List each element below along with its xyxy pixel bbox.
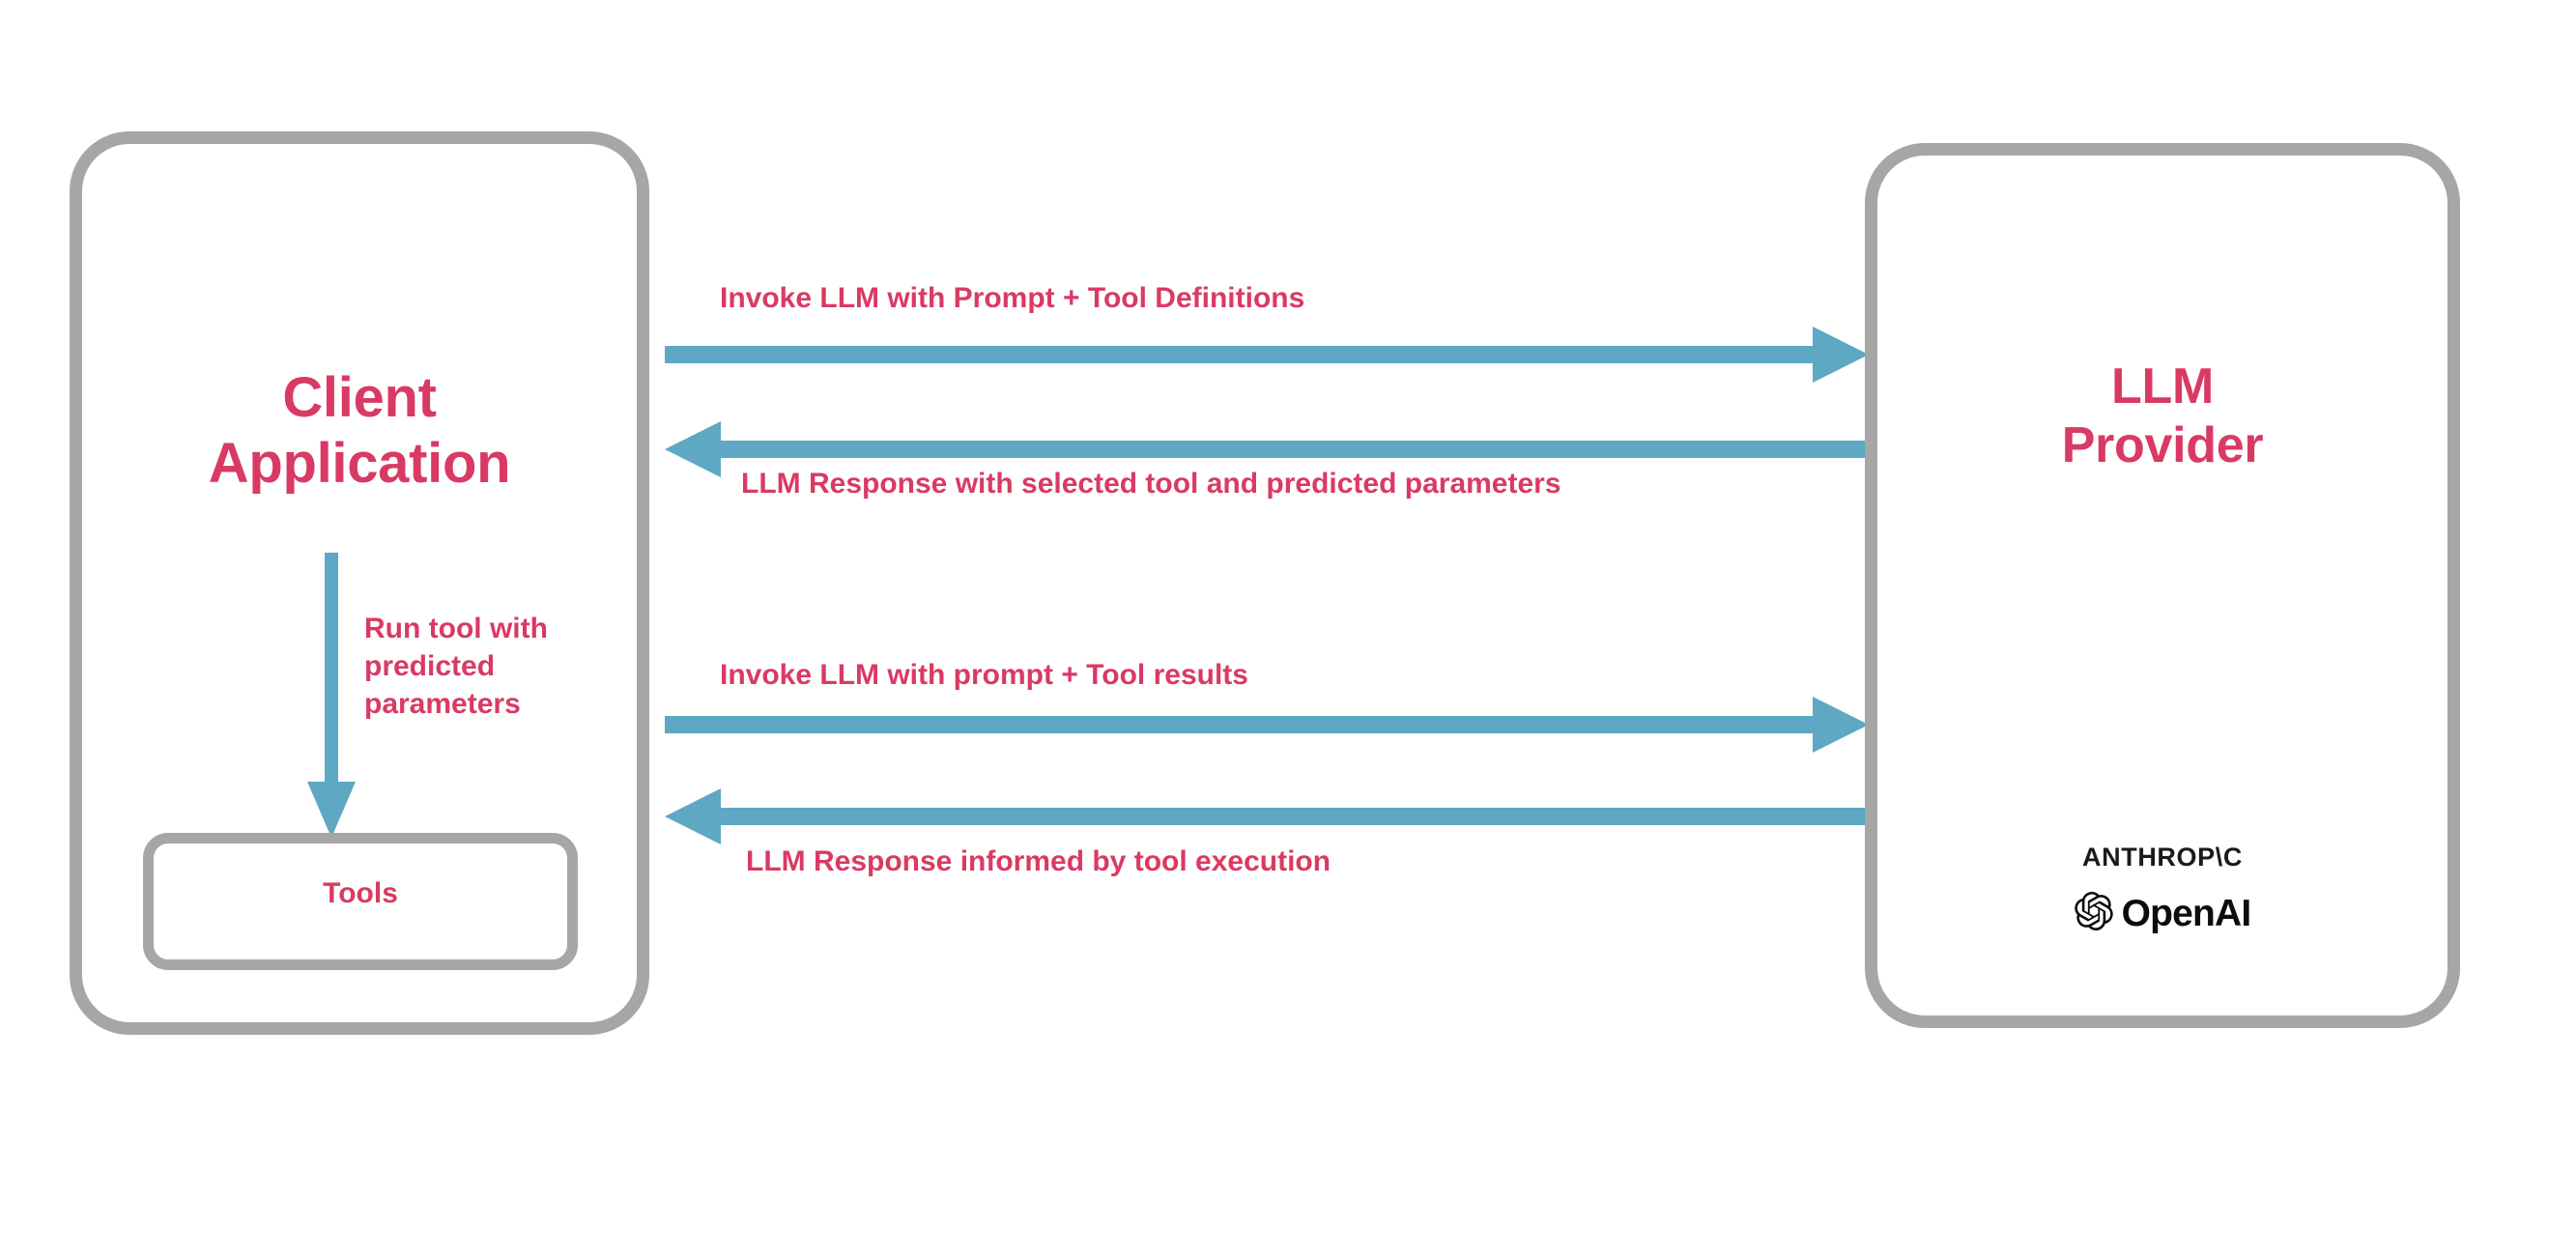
- invoke-llm-tool-results-arrow: [665, 697, 1869, 753]
- tools-box: [143, 833, 578, 970]
- client-application-box: [70, 131, 649, 1035]
- invoke-llm-tool-results-label: Invoke LLM with prompt + Tool results: [720, 659, 1248, 691]
- anthropic-wordmark: ANTHROP\C: [2082, 843, 2243, 872]
- openai-lockup: OpenAI: [1865, 892, 2460, 935]
- run-tool-arrow: [300, 553, 363, 838]
- tools-label: Tools: [323, 877, 398, 909]
- vendor-logos: ANTHROP\C OpenAI: [1865, 843, 2460, 935]
- invoke-llm-prompt-tools-label: Invoke LLM with Prompt + Tool Definition…: [720, 282, 1305, 314]
- client-application-title: Client Application: [208, 366, 511, 496]
- invoke-llm-prompt-tools-arrow: [665, 327, 1869, 383]
- openai-wordmark: OpenAI: [2121, 892, 2252, 934]
- llm-response-tool-execution-label: LLM Response informed by tool execution: [746, 845, 1331, 877]
- llm-response-selected-tool-label: LLM Response with selected tool and pred…: [741, 468, 1561, 500]
- llm-response-tool-execution-arrow: [665, 788, 1869, 844]
- llm-provider-box: [1865, 143, 2460, 1028]
- run-tool-arrow-label: Run tool with predicted parameters: [364, 613, 548, 720]
- openai-logo-icon: [2074, 892, 2113, 935]
- llm-provider-title: LLM Provider: [2061, 358, 2264, 474]
- llm-response-selected-tool-arrow: [665, 421, 1869, 477]
